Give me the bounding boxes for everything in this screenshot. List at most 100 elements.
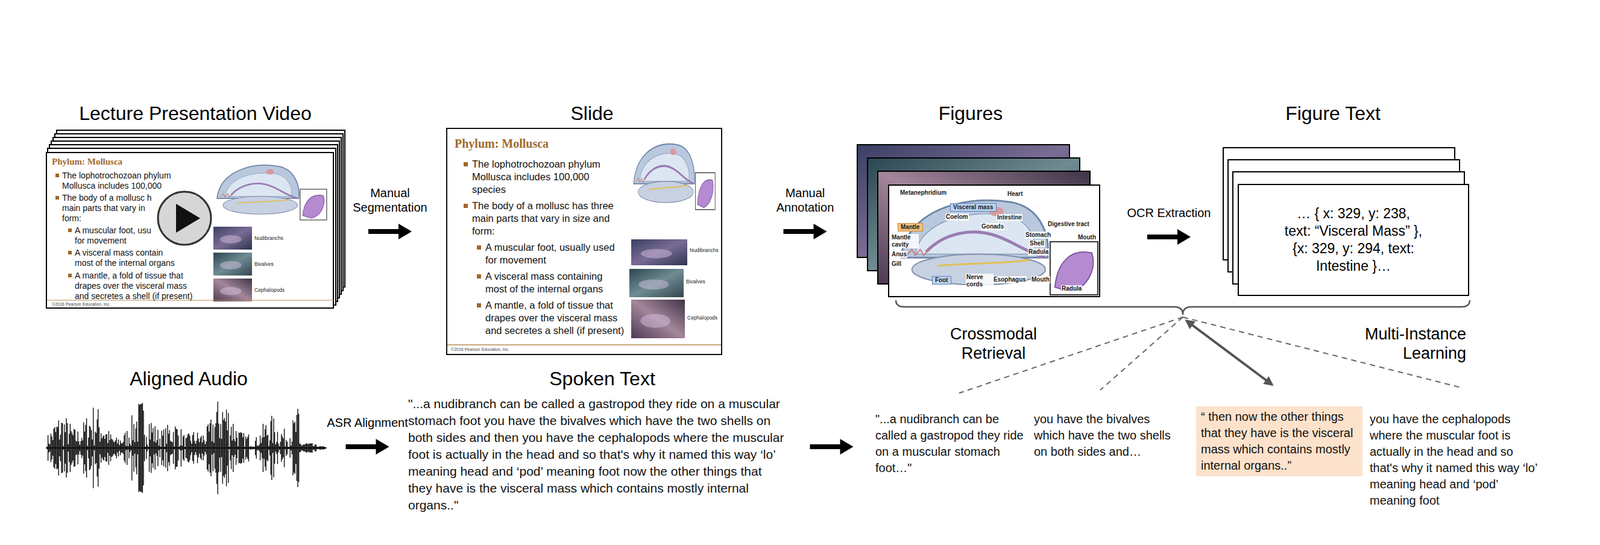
anatomy-label: Stomach bbox=[1024, 231, 1052, 239]
arrow-head bbox=[376, 438, 390, 455]
anatomy-label: Digestive tract bbox=[1047, 220, 1090, 228]
arrow-head bbox=[840, 438, 854, 455]
mantle-shell bbox=[633, 144, 695, 184]
transcript-segment: you have the cephalopods where the muscu… bbox=[1369, 411, 1545, 509]
anatomy-label: Anus bbox=[891, 250, 908, 259]
radula-shape bbox=[697, 179, 714, 208]
bullet-marker bbox=[463, 203, 468, 208]
anatomy-label: Mouth bbox=[1077, 233, 1097, 242]
panel-heading: Lecture Presentation Video bbox=[78, 102, 312, 125]
nerve-cord-shape bbox=[236, 199, 289, 204]
flow-arrow bbox=[810, 438, 854, 455]
anatomy-label: Mantle cavity bbox=[891, 233, 919, 249]
foot-shape bbox=[638, 181, 694, 203]
edge-label: ASR Alignment bbox=[325, 415, 410, 430]
photo bbox=[213, 278, 252, 302]
bullet-item: A mantle, a fold of tissue that drapes o… bbox=[476, 299, 626, 338]
slide-text: The body of a mollusc h bbox=[62, 192, 152, 204]
gill-shape bbox=[220, 193, 233, 198]
photo-caption: Cephalopods bbox=[687, 314, 718, 321]
photo-detail bbox=[220, 286, 242, 296]
visceral-mass-shape bbox=[915, 214, 1036, 255]
transcript-segment: you have the bivalves which have the two… bbox=[1033, 411, 1172, 460]
ocr-text: … { x: 329, y: 238, text: “Visceral Mass… bbox=[1282, 204, 1424, 275]
anatomy-label: Radula bbox=[1061, 285, 1083, 293]
panel: Aligned Audio bbox=[45, 391, 327, 504]
photo bbox=[213, 226, 252, 250]
curly-bracket bbox=[895, 300, 1470, 315]
nerve-cord-shape bbox=[648, 185, 688, 190]
visceral-mass-shape bbox=[639, 153, 690, 181]
slide-text: drapes over the visceral mass bbox=[74, 280, 187, 292]
panel: SlidePhylum: MolluscaThe lophotrochozoan… bbox=[446, 127, 723, 356]
radula-shape bbox=[302, 195, 324, 219]
flow-arrow bbox=[1147, 229, 1191, 245]
footer-rule bbox=[447, 344, 722, 346]
bullet-marker bbox=[68, 250, 72, 255]
transcript-text: you have the bivalves which have the two… bbox=[1033, 411, 1172, 460]
digestive-tract-shape bbox=[643, 165, 694, 184]
transcript-segment: "...a nudibranch can be called a gastrop… bbox=[875, 411, 1024, 477]
bullet-marker bbox=[55, 173, 60, 178]
anatomy-label: Intestine bbox=[996, 214, 1023, 222]
bullet-text: A muscular foot, usually used for moveme… bbox=[485, 241, 626, 267]
photo-detail bbox=[640, 248, 673, 259]
photo bbox=[629, 268, 684, 298]
bullet-text: The lophotrochozoan phylum Mollusca incl… bbox=[472, 157, 626, 196]
photo bbox=[631, 239, 688, 266]
anatomy-label: Foot bbox=[932, 276, 952, 285]
bullet-marker bbox=[476, 274, 482, 279]
inset-box bbox=[300, 189, 327, 221]
anatomy-label: Coelom bbox=[945, 213, 969, 221]
arrow-head bbox=[813, 223, 828, 240]
bullet-text: The body of a mollusc has three main par… bbox=[472, 199, 626, 238]
panel-heading: Slide bbox=[570, 102, 614, 125]
photo-caption: Nudibranchs bbox=[689, 247, 719, 254]
anatomy-label: Heart bbox=[1006, 190, 1024, 198]
panel: Figure Text… { x: 329, y: 238, text: “Vi… bbox=[1237, 183, 1470, 297]
bullet-list: The lophotrochozoan phylum Mollusca incl… bbox=[463, 157, 626, 341]
mantle-shell bbox=[217, 165, 300, 199]
slide-text: Mollusca includes 100,000 bbox=[62, 180, 162, 192]
anatomy-label: Metanephridium bbox=[899, 189, 948, 197]
slide-text: for movement bbox=[74, 235, 127, 246]
photo-caption: Bivalves bbox=[254, 261, 274, 268]
bullet-marker bbox=[68, 273, 72, 278]
node-illustration bbox=[45, 391, 327, 504]
bullet-marker bbox=[476, 245, 482, 250]
panel-heading: Figures bbox=[938, 102, 1004, 125]
anatomy-label: Nerve cords bbox=[965, 273, 994, 289]
bullet-text: A visceral mass containing most of the i… bbox=[485, 270, 626, 296]
inset-box bbox=[695, 173, 715, 210]
play-button bbox=[157, 191, 212, 245]
method-label: Multi-Instance Learning bbox=[1345, 324, 1467, 363]
bullet-marker bbox=[55, 195, 60, 200]
photo bbox=[631, 299, 685, 339]
bullet-item: The lophotrochozoan phylum Mollusca incl… bbox=[463, 157, 626, 196]
anatomy-label: Mouth bbox=[1030, 276, 1051, 284]
visceral-mass-shape bbox=[224, 173, 292, 197]
gill-shape bbox=[636, 177, 646, 183]
heart-shape bbox=[266, 168, 275, 175]
highlighted-segment: “ then now the other things that they ha… bbox=[1196, 406, 1363, 477]
play-triangle bbox=[176, 203, 201, 233]
bullet-item: A muscular foot, usually used for moveme… bbox=[476, 241, 626, 267]
slide-text: and secretes a shell (if present) bbox=[74, 291, 193, 302]
retrieval-ray bbox=[1100, 317, 1183, 391]
copyright-note: ©2016 Pearson Education, Inc. bbox=[51, 302, 111, 307]
panel-heading: Figure Text bbox=[1285, 102, 1381, 125]
gill-shape bbox=[907, 249, 930, 256]
anatomy-label: Gill bbox=[891, 260, 902, 268]
edge-label: Manual Segmentation bbox=[347, 185, 433, 215]
anatomy-label: Radula bbox=[1027, 248, 1049, 256]
method-label: Crossmodal Retrieval bbox=[942, 324, 1045, 363]
flow-arrow bbox=[346, 438, 390, 455]
flow-arrow bbox=[783, 223, 828, 240]
anatomy-illustration bbox=[217, 165, 327, 221]
photo-detail bbox=[220, 235, 242, 244]
slide-text: form: bbox=[62, 213, 82, 224]
slide-text: main parts that vary in bbox=[62, 203, 146, 214]
slide-title: Phylum: Mollusca bbox=[51, 156, 123, 167]
arrow-shaft bbox=[783, 229, 816, 234]
